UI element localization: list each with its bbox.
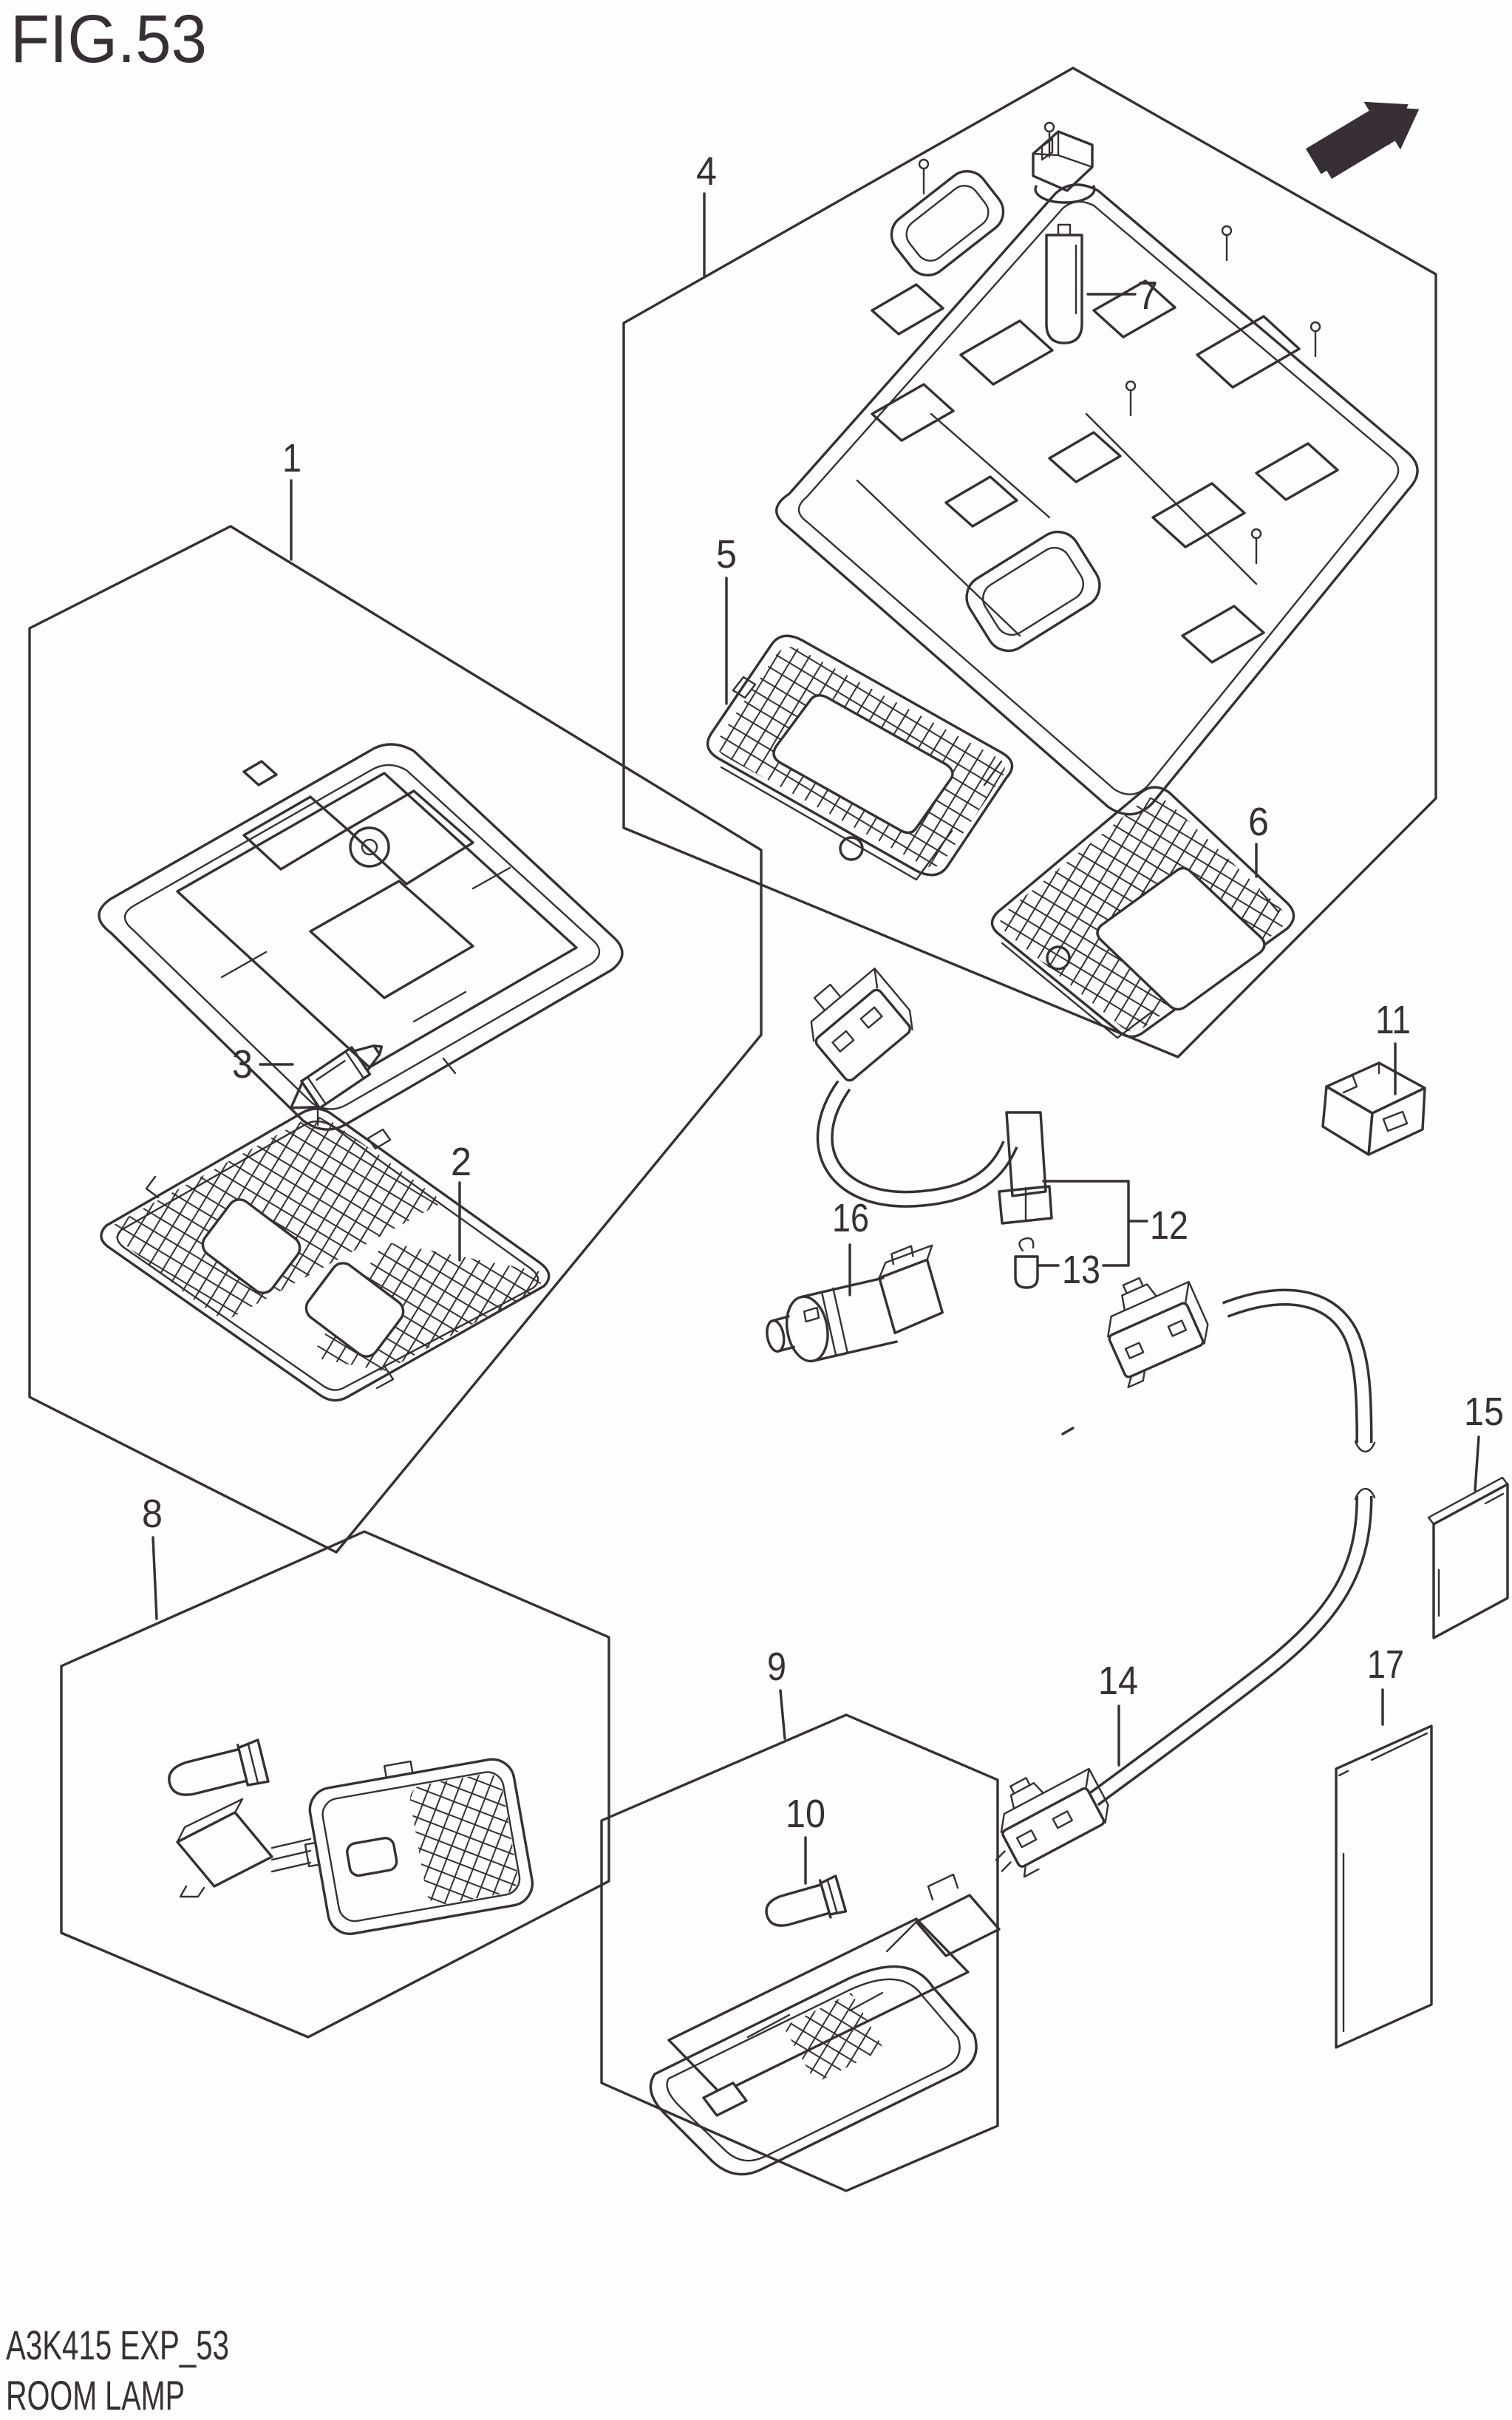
socket-body [1005,1111,1047,1197]
callout-6-label: 6 [1248,800,1269,844]
wire-break-symbol [1354,1440,1376,1500]
leader-8 [151,1536,158,1620]
callout-9-label: 9 [767,1645,786,1689]
callout-5-label: 5 [716,532,737,577]
part-1-housing-drawing [98,743,624,1131]
switch-knob-drawing [1032,130,1096,204]
box-part-9 [600,1713,999,2192]
part-12-socket-wire-drawing [810,968,1053,1289]
callout-14-label: 14 [1098,1659,1138,1703]
part-7-bulb-drawing [1045,223,1083,344]
leader-15 [1474,1435,1480,1492]
figure-part-code: A3K415 EXP_53 [6,2322,229,2368]
part-17-sheet-drawing [1335,1724,1433,2049]
part-group-boxes [28,67,1437,2192]
callout-13-label: 13 [1062,1248,1100,1292]
part-3-festoon-bulb-drawing [289,1044,384,1109]
callout-15-label: 15 [1464,1390,1504,1434]
fwd-arrow-icon: FWD [1305,101,1420,179]
stray-mark [1061,1427,1075,1435]
part-13-bulb-drawing [1014,1237,1039,1289]
box-part-4 [622,67,1437,1058]
part-15-pad-drawing [1427,1476,1509,1639]
callout-7-label: 7 [1137,273,1158,318]
box-part-1 [28,525,763,1554]
part-16-socket-drawing [766,1244,944,1363]
callout-12-label: 12 [1150,1203,1188,1248]
part-2-lens-drawing [100,1107,551,1402]
callout-10-label: 10 [786,1792,825,1836]
callout-2-label: 2 [451,1140,471,1184]
box-part-8 [60,1530,610,2039]
callout-labels: 1 2 3 4 5 6 7 8 9 10 11 12 13 14 15 16 1… [142,149,1504,1836]
callout-11-label: 11 [1375,998,1411,1042]
callout-8-label: 8 [142,1492,163,1536]
leader-12-bracket [1042,1180,1148,1267]
callout-16-label: 16 [832,1196,869,1240]
part-5-grille-drawing [706,634,1014,881]
callout-17-label: 17 [1367,1642,1404,1687]
lens-hole-2 [304,1262,405,1358]
leader-9 [779,1689,786,1740]
callout-1-label: 1 [282,436,302,480]
harness-lower-connector [995,1767,1109,1878]
lens-hole-1 [201,1198,302,1294]
figure-title: FIG.53 [10,1,207,77]
part-8-lamp-drawing [168,1738,534,1936]
part-11-connector-drawing [1321,1061,1426,1156]
harness-upper-connector [1107,1277,1209,1389]
part-10-bulb-drawing [765,1875,848,1927]
part-14-harness-drawing [995,1277,1376,1878]
callout-4-label: 4 [696,149,717,194]
part-9-lamp-drawing [649,1873,1001,2176]
leader-lines [151,192,1480,1885]
figure-part-name: ROOM LAMP [6,2372,185,2419]
callout-3-label: 3 [232,1042,253,1087]
